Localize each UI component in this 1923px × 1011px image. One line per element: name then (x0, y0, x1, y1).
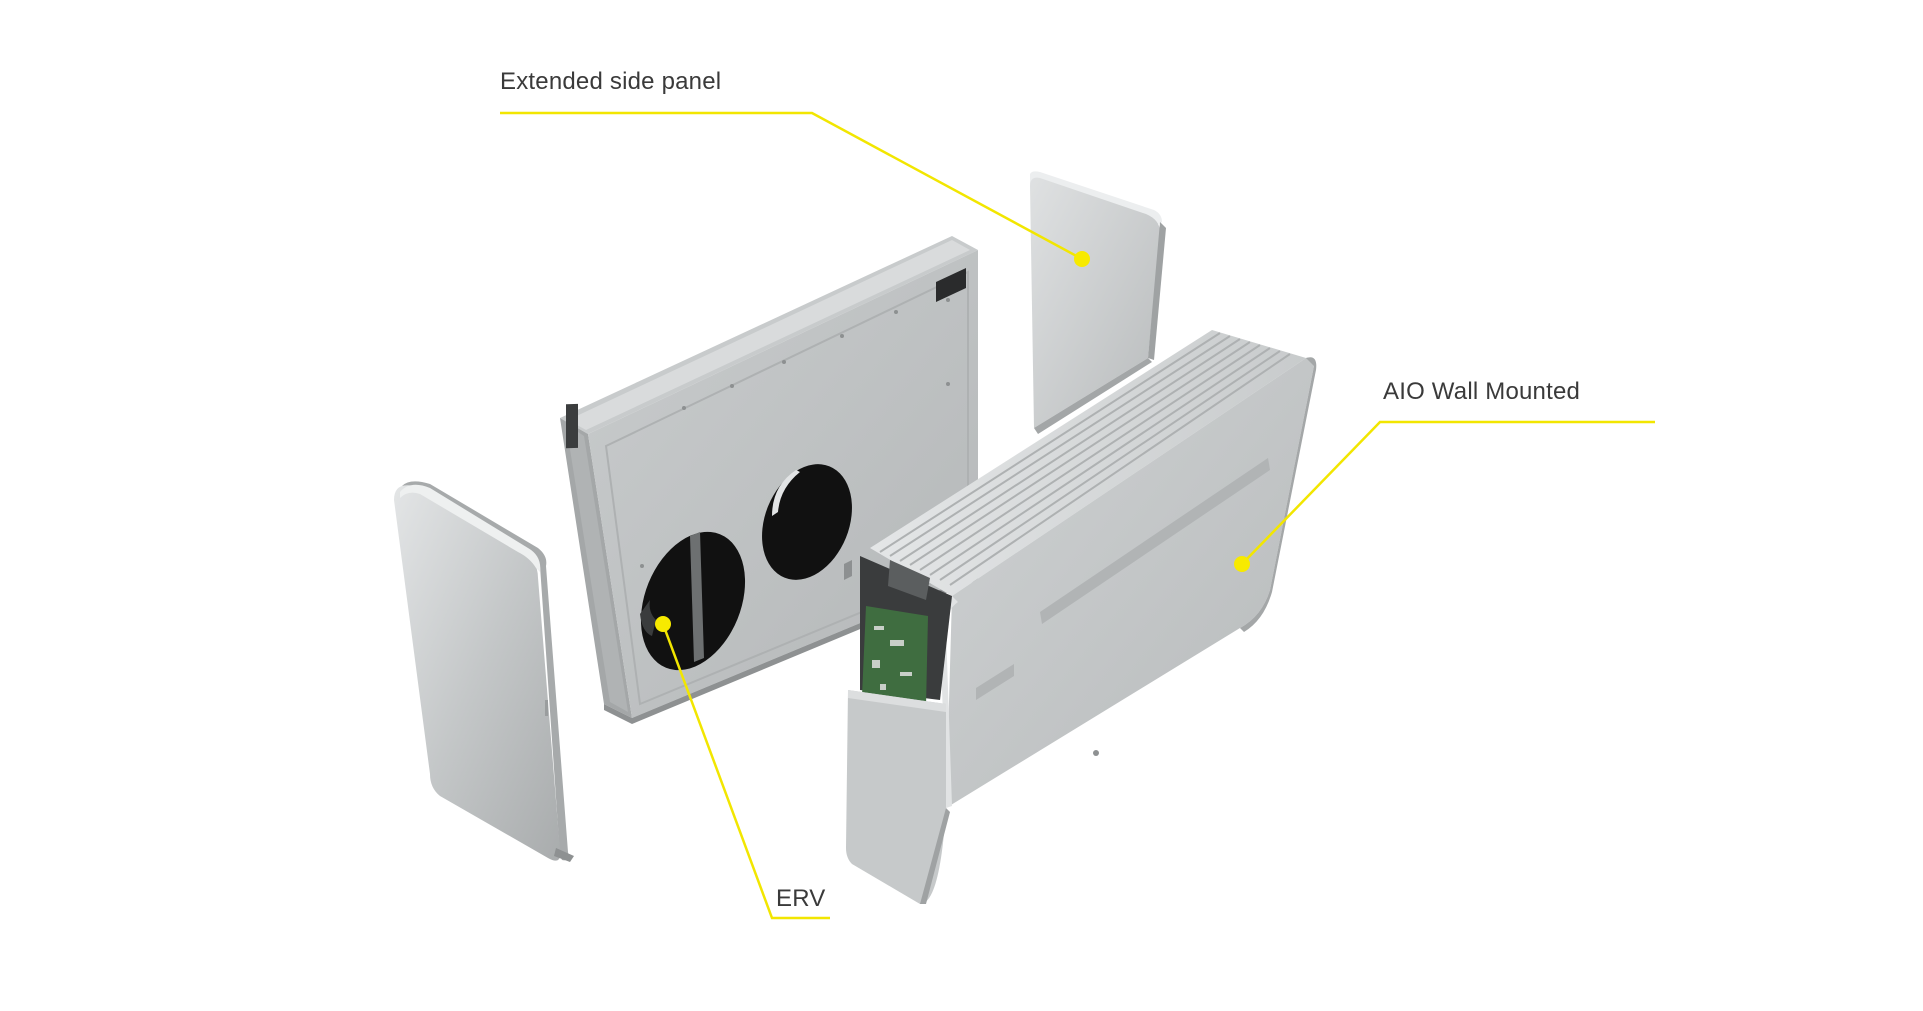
extended-side-panel (1030, 171, 1166, 434)
leader-line (661, 623, 830, 920)
callout-dot-icon (1234, 556, 1250, 572)
aio-wall-mounted-unit (846, 330, 1317, 904)
callout-erv (655, 616, 830, 920)
callout-dot-icon (655, 616, 671, 632)
callout-aio (1234, 420, 1655, 572)
label-extended-side-panel: Extended side panel (500, 68, 722, 95)
label-erv: ERV (776, 885, 826, 912)
leader-line (1241, 420, 1655, 565)
label-aio-wall-mounted: AIO Wall Mounted (1383, 378, 1581, 405)
left-side-panel (394, 481, 574, 862)
leader-line (500, 111, 1083, 261)
callout-dot-icon (1074, 251, 1090, 267)
callout-side-panel (500, 111, 1090, 267)
